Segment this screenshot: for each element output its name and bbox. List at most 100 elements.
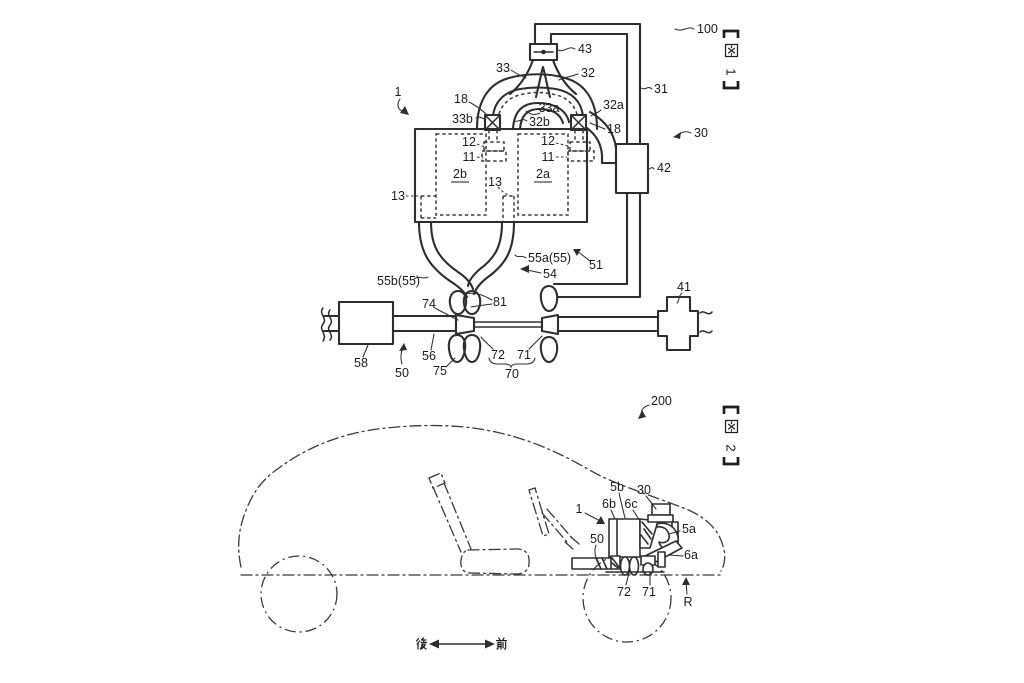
car-outline: [238, 424, 726, 643]
label-6c: 6c: [624, 497, 637, 511]
bracket-open-glyph: [722, 29, 740, 38]
figure2-number: 2: [724, 444, 739, 451]
label-56: 56: [422, 349, 436, 363]
unit-30: [651, 503, 671, 516]
left-passage-13: [420, 195, 436, 219]
compressor-wheel-71: [642, 562, 654, 576]
label-71-fig2: 71: [642, 585, 656, 599]
label-72: 72: [491, 348, 505, 362]
cylinder-bank-2a: [517, 133, 569, 216]
turbine-72: [447, 289, 482, 364]
cylinder-bank-2b: [435, 133, 487, 216]
label-33b: 33b: [452, 112, 473, 126]
label-72-fig2: 72: [617, 585, 631, 599]
label-12-right: 12: [541, 134, 555, 148]
throttle-valve: [528, 42, 559, 62]
label-2a: 2a: [536, 167, 550, 181]
label-11-left: 11: [463, 150, 476, 164]
intake-pipe-31: [533, 22, 642, 299]
label-42: 42: [657, 161, 671, 175]
port-connector-right: [569, 113, 588, 132]
air-cleaner-41: [656, 295, 713, 352]
bracket-close-glyph: [722, 457, 740, 466]
port-connector-left: [483, 113, 502, 132]
label-32b: 32b: [529, 115, 550, 129]
label-43: 43: [578, 42, 592, 56]
turbo-shaft: [473, 321, 542, 328]
exhaust-pipes-55: [417, 220, 516, 299]
muffler-58: [337, 300, 395, 346]
seat-cushion: [460, 548, 530, 575]
brace-70: [488, 357, 536, 369]
engine-internals-dashed: [420, 130, 595, 222]
label-5a: 5a: [682, 522, 696, 536]
kanji-front-glyph: [495, 637, 508, 650]
label-30-fig2: 30: [637, 483, 651, 497]
zu-kanji-glyph: [724, 43, 739, 58]
fig2-labels: 200 5b 30 1 6b 6c 5a 50 6a 72 71 R: [576, 394, 698, 609]
label-41: 41: [677, 280, 691, 294]
valve-pivot-dot: [541, 49, 546, 55]
rear-wheel: [260, 555, 338, 633]
label-11-right: 11: [542, 150, 555, 164]
fig1-leader-lines: [362, 27, 695, 369]
pipe-break-mark: [320, 307, 326, 342]
figure2: 200 5b 30 1 6b 6c 5a 50 6a 72 71 R: [238, 394, 740, 650]
bracket-close-glyph: [722, 81, 740, 90]
label-75: 75: [433, 364, 447, 378]
label-70: 70: [505, 367, 519, 381]
intake-manifold-arches: [475, 73, 599, 131]
figure2-caption: 2: [722, 405, 740, 466]
label-18-left: 18: [454, 92, 468, 106]
front-wheel: [582, 553, 672, 643]
bracket-open-glyph: [722, 405, 740, 414]
label-33a: 33a: [539, 101, 560, 115]
headrest: [428, 472, 446, 489]
label-74: 74: [422, 297, 436, 311]
egr-connector-pipe: [582, 110, 618, 165]
kanji-rear-glyph: [415, 637, 428, 650]
label-5b: 5b: [610, 480, 624, 494]
direction-indicator: [415, 637, 508, 650]
label-32a: 32a: [603, 98, 624, 112]
label-30: 30: [694, 126, 708, 140]
label-200: 200: [651, 394, 672, 408]
steering-wheel: [528, 487, 580, 550]
exhaust-pipe-50: [571, 557, 612, 570]
label-6b: 6b: [602, 497, 616, 511]
figure1: 1 100 43 33 32 18 33b 33a 32b 32a 18 31 …: [320, 22, 740, 381]
label-31: 31: [654, 82, 668, 96]
figure1-number: 1: [724, 68, 739, 75]
label-13-mid: 13: [488, 175, 502, 189]
powertrain-assembly: [571, 503, 683, 576]
label-18-right: 18: [607, 122, 621, 136]
fig1-labels: 1 100 43 33 32 18 33b 33a 32b 32a 18 31 …: [354, 22, 718, 381]
label-6a: 6a: [684, 548, 698, 562]
label-1: 1: [395, 85, 402, 99]
label-50: 50: [395, 366, 409, 380]
label-100: 100: [697, 22, 718, 36]
label-50-fig2: 50: [590, 532, 604, 546]
label-R: R: [683, 595, 692, 609]
engine-box-6b: [608, 518, 641, 558]
label-51: 51: [589, 258, 603, 272]
label-12-left: 12: [462, 135, 476, 149]
zu-kanji-glyph: [724, 419, 739, 434]
figure1-caption: 1: [722, 29, 740, 90]
label-1-fig2: 1: [576, 502, 583, 516]
label-2b: 2b: [453, 167, 467, 181]
seat: [428, 472, 530, 575]
label-55b: 55b(55): [377, 274, 420, 288]
cooler-42: [614, 142, 650, 195]
label-71: 71: [517, 348, 531, 362]
compressor-71: [539, 284, 660, 364]
label-81: 81: [493, 295, 507, 309]
center-passage-13: [502, 195, 515, 222]
fig2-leader-lines: [584, 404, 690, 595]
tailpipe-and-muffler: [320, 300, 458, 346]
label-54: 54: [543, 267, 557, 281]
label-32: 32: [581, 66, 595, 80]
label-33: 33: [496, 61, 510, 75]
